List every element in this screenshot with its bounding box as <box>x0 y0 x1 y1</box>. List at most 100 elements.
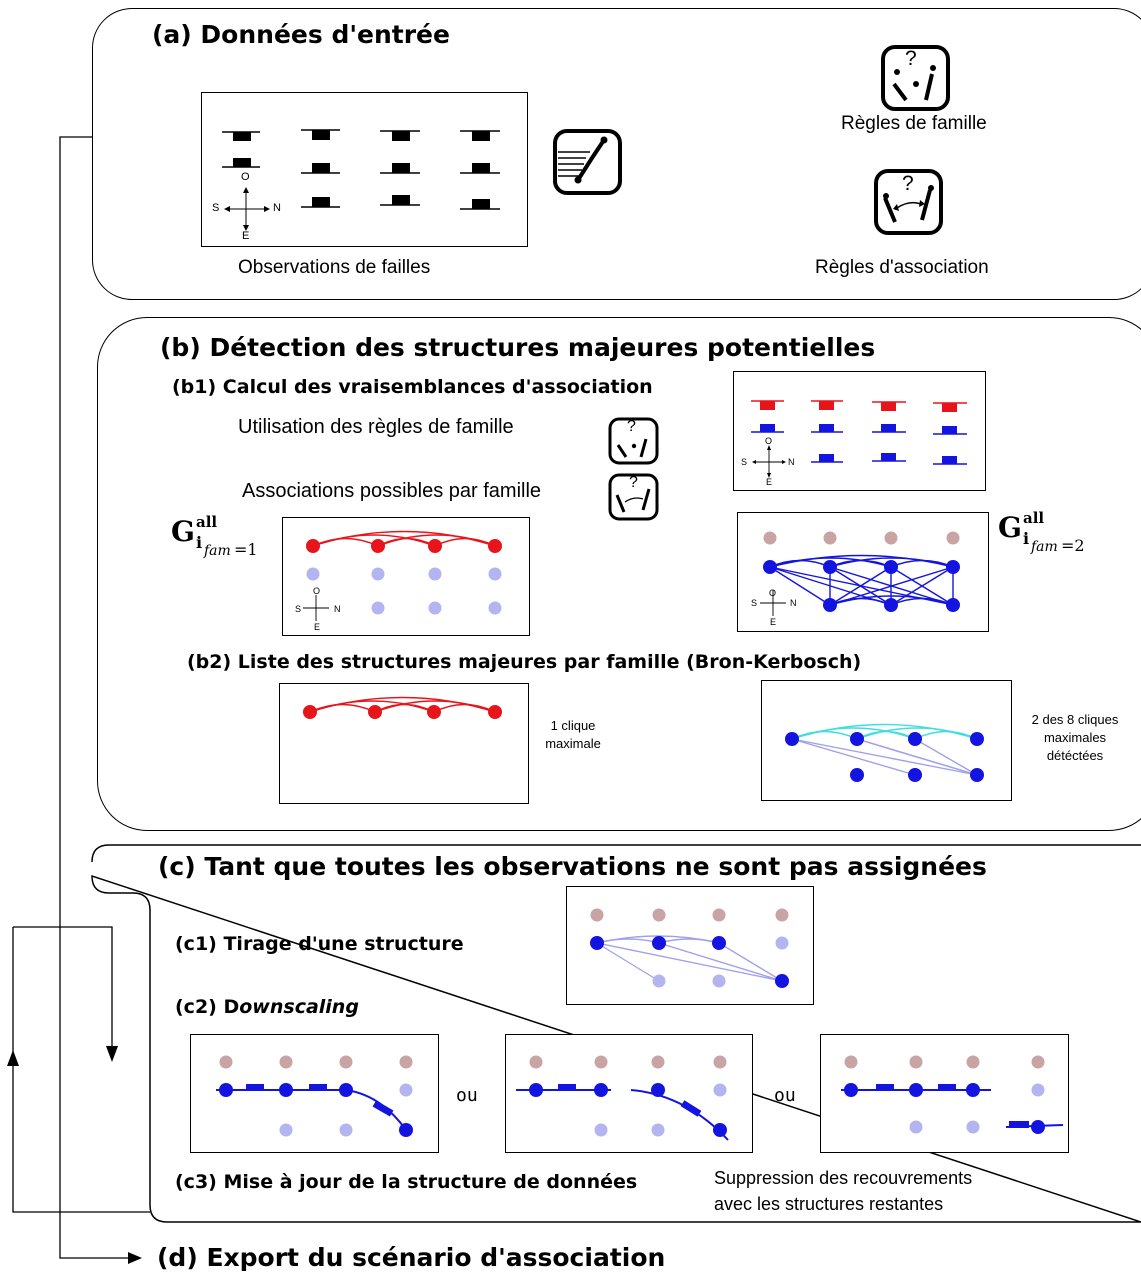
c3-note-line1: Suppression des recouvrements <box>714 1168 973 1188</box>
downscaling-option-3 <box>820 1034 1069 1153</box>
graph-node <box>652 974 666 988</box>
downscaling-option-3-svg <box>841 1055 1064 1134</box>
c3-note-line2: avec les structures restantes <box>714 1194 944 1214</box>
graph-edge <box>596 942 660 982</box>
graph-node <box>909 1055 923 1069</box>
graph-node <box>763 531 777 545</box>
compass-east-g1: E <box>314 622 321 632</box>
graph-node <box>371 567 385 581</box>
compass-west-g1: O <box>313 586 321 596</box>
panel-b-title: (b) Détection des structures majeures po… <box>160 333 876 362</box>
b2-title: (b2) Liste des structures majeures par f… <box>187 651 862 673</box>
fault-lines-icon <box>553 129 622 195</box>
graph-edge <box>630 1089 729 1141</box>
graph-node <box>908 732 922 746</box>
graph-node <box>884 531 898 545</box>
compass-north-g2: N <box>790 598 797 608</box>
c1-title: (c1) Tirage d'une structure <box>175 933 464 955</box>
graph-node <box>909 1120 923 1134</box>
graph-node <box>529 1055 543 1069</box>
graph-node <box>306 539 320 553</box>
graph-node <box>946 531 960 545</box>
graph-family1-box: O S N E <box>282 517 530 636</box>
graph-family1-symbol: G <box>171 515 195 548</box>
graph-family2-symbol: G <box>998 511 1022 544</box>
graph-edge <box>829 595 954 606</box>
graph-node <box>785 732 799 746</box>
graph-node <box>399 1123 413 1137</box>
graph-node <box>339 1123 353 1137</box>
graph-node <box>488 705 502 719</box>
family-rules-icon <box>881 45 950 111</box>
graph-node <box>844 1055 858 1069</box>
association-rules-small-question: ? <box>629 474 638 491</box>
clique-family2-note: 2 des 8 cliques maximales détéctées <box>1031 712 1119 763</box>
or-separator-1: ou <box>456 1085 478 1106</box>
graph-node <box>775 908 789 922</box>
graph-node <box>651 1055 665 1069</box>
graph-node <box>371 601 385 615</box>
graph-node <box>339 1083 353 1097</box>
family-colored-observations: O S N E <box>733 371 986 491</box>
graph-node <box>399 1083 413 1097</box>
graph-node <box>884 560 898 574</box>
graph-node <box>219 1083 233 1097</box>
graph-edge <box>791 738 916 776</box>
graph-family1-svg <box>303 530 502 621</box>
graph-node <box>488 539 502 553</box>
graph-family2-sup: all <box>1023 509 1045 527</box>
graph-node <box>399 1055 413 1069</box>
clique-family1-note: 1 clique maximale <box>545 718 601 751</box>
graph-family2-sub: i <box>1023 529 1030 548</box>
compass-east-g2: E <box>770 617 777 627</box>
downscaling-option-2 <box>505 1034 753 1153</box>
downscaling-option-2-svg <box>516 1055 729 1141</box>
panel-d-title: (d) Export du scénario d'association <box>157 1243 666 1272</box>
compass-west-g2: O <box>769 588 777 598</box>
graph-node <box>844 1083 858 1097</box>
graph-family1-eq: =1 <box>234 540 258 559</box>
graph-edge <box>769 566 831 606</box>
fault-observations-box: O S N E <box>201 92 528 247</box>
graph-node <box>488 567 502 581</box>
graph-node <box>594 1055 608 1069</box>
graph-node <box>339 1055 353 1069</box>
compass-north-b: N <box>788 457 795 467</box>
graph-node <box>428 567 442 581</box>
graph-node <box>946 560 960 574</box>
graph-edge <box>856 738 978 776</box>
graph-node <box>1031 1083 1045 1097</box>
fault-marker <box>309 1084 327 1091</box>
graph-node <box>279 1055 293 1069</box>
graph-node <box>966 1083 980 1097</box>
graph-node <box>651 1123 665 1137</box>
graph-family1-sup: all <box>196 513 218 531</box>
graph-node <box>590 908 604 922</box>
graph-edge <box>377 534 496 547</box>
graph-edge <box>829 557 954 568</box>
graph-node <box>529 1083 543 1097</box>
fault-marker <box>938 1084 956 1091</box>
graph-node <box>966 1055 980 1069</box>
compass-south-g2: S <box>751 598 758 608</box>
graph-family1-label: G all i fam =1 <box>171 513 286 563</box>
graph-edge <box>856 727 978 740</box>
structure-draw-box <box>566 886 814 1005</box>
graph-node <box>368 705 382 719</box>
downscaling-option-1 <box>190 1034 439 1153</box>
fault-marker <box>876 1084 894 1091</box>
clique-family1-box <box>279 683 529 804</box>
graph-family1-sub: i <box>196 533 203 552</box>
graph-edge <box>596 935 720 944</box>
graph-node <box>966 1120 980 1134</box>
fault-marker <box>1009 1121 1029 1128</box>
graph-family2-eq: =2 <box>1061 536 1085 555</box>
association-rules-question: ? <box>902 172 914 195</box>
clique-family2-box <box>761 680 1012 801</box>
fault-marker <box>680 1100 702 1117</box>
panel-a-title: (a) Données d'entrée <box>152 20 450 49</box>
graph-node <box>652 936 666 950</box>
family-rules-small-question: ? <box>627 418 636 435</box>
graph-node <box>884 598 898 612</box>
